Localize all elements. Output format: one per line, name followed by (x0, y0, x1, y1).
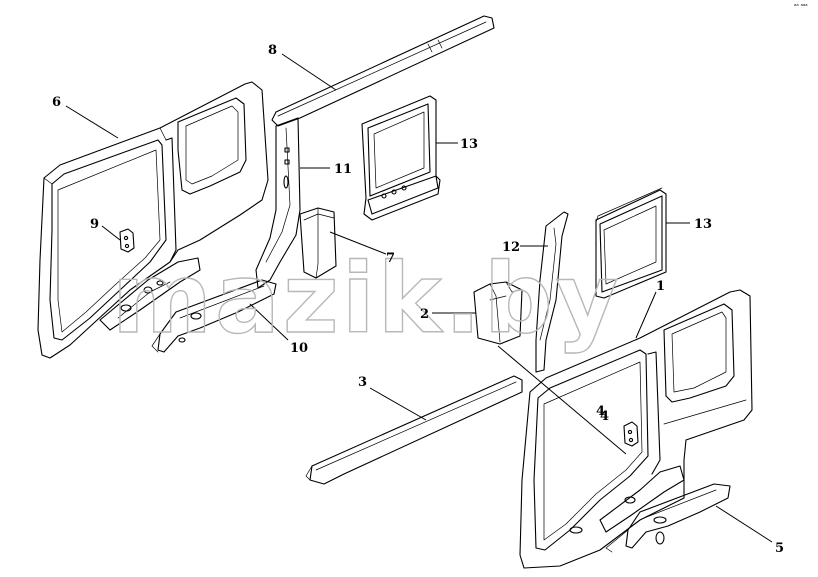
callout-12: 12 (502, 240, 520, 255)
callout-7: 7 (386, 251, 395, 266)
part-5-lower-sill (605, 483, 731, 553)
leader-9 (101, 225, 121, 241)
callout-10: 10 (290, 341, 308, 356)
callout-8: 8 (268, 43, 277, 58)
part-8-roof-rail (271, 15, 495, 127)
callout-2: 2 (420, 307, 429, 322)
leader-5 (715, 505, 773, 543)
part-3-sill-strip (305, 375, 523, 485)
leader-6 (65, 105, 119, 139)
callout-3: 3 (358, 375, 367, 390)
part-7-corner-box (299, 207, 337, 279)
leader-3 (369, 387, 427, 421)
callout-5: 5 (775, 541, 784, 556)
callout-13-upper: 13 (460, 137, 478, 152)
part-6-left-side-frame (37, 81, 269, 359)
part-13-window-upper (361, 95, 441, 221)
part-13-window-lower (595, 187, 667, 299)
part-9-bracket (119, 228, 135, 253)
callout-9: 9 (90, 217, 99, 232)
callout-4-b: 4 (600, 409, 609, 424)
callout-labels: 6 8 13 11 9 7 12 13 2 1 10 3 4 4 5 (52, 43, 784, 556)
leader-1 (635, 291, 657, 339)
part-1-right-side-frame (519, 289, 753, 569)
part-11-pillar-inner (255, 117, 301, 289)
callout-11: 11 (334, 162, 352, 177)
callout-6: 6 (52, 95, 61, 110)
leader-4 (497, 345, 627, 455)
leader-lines (65, 53, 773, 543)
callout-1: 1 (656, 279, 665, 294)
corner-mark: ᵃᵃ ᵃᵃᵃ (794, 3, 808, 10)
part-2-corner-box (473, 281, 523, 345)
leader-7 (329, 231, 387, 255)
callout-13-lower: 13 (694, 217, 712, 232)
part-10-lower-sill (151, 279, 277, 353)
part-12-pillar (535, 211, 569, 373)
part-4-bracket (623, 421, 639, 447)
leader-8 (281, 53, 337, 91)
callout-4-a: 4 (596, 404, 605, 419)
watermark-text: mazik.by (112, 243, 621, 355)
leader-10 (249, 303, 289, 341)
